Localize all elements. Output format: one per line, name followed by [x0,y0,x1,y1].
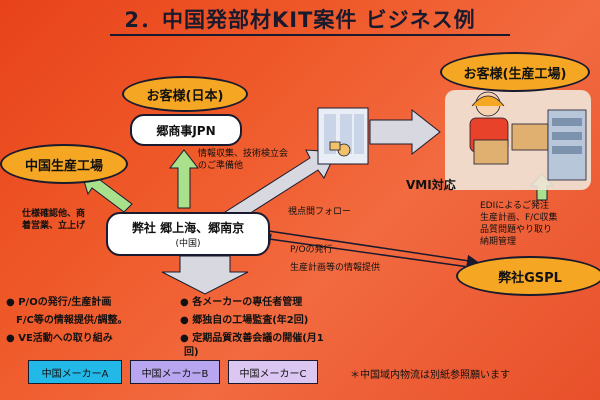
page-title: 2．中国発部材KIT案件 ビジネス例 [124,8,476,32]
bullet-right-2: ● 郷独自の工場監査(年2回) [180,315,309,326]
label-follow: 視点間フォロー [288,207,352,217]
our-shanghai-node: 弊社 郷上海、郷南京 (中国) [106,212,270,256]
arrow-up-to-sales [168,149,200,209]
bullets-right: ● 各メーカーの専任者管理 ● 郷独自の工場監査(年2回) ● 定期品質改善会議… [180,296,324,360]
label-po-issue: P/Oの発行 [290,245,333,255]
our-gspl-node: 弊社GSPL [456,256,600,296]
maker-c-box: 中国メーカーC [228,360,318,384]
arrow-down-to-makers [161,255,249,295]
label-plan-info: 生産計画等の情報提供 [290,263,381,273]
link-shanghai-gspl [261,229,479,267]
our-shanghai-sub: (中国) [175,239,201,249]
label-vmi: VMI対応 [406,178,456,192]
warehouse-illustration [317,107,369,165]
bullet-left-3: ● VE活動への取り組み [6,333,113,344]
bullets-left: ● P/Oの発行/生産計画 F/C等の情報提供/調整。 ● VE活動への取り組み [6,296,127,346]
maker-a-box: 中国メーカーA [28,360,122,384]
maker-b-box: 中国メーカーB [130,360,220,384]
factory-worker-illustration [445,90,591,190]
bullet-left-2: F/C等の情報提供/調整。 [16,315,128,326]
bullet-right-4: 回) [184,347,199,358]
label-spec-confirm: 仕様確認他、商 着営業、立上げ [22,209,86,231]
footnote: ＊中国域内物流は別紙参照願います [350,370,510,381]
china-factory-node: 中国生産工場 [0,144,128,184]
bullet-right-3: ● 定期品質改善会議の開催(月1 [180,333,324,344]
bullet-left-1: ● P/Oの発行/生産計画 [6,297,112,308]
title-underline [110,34,510,36]
bullet-right-1: ● 各メーカーの専任者管理 [180,297,303,308]
label-info-collect: 情報収集、技術検立会 のご準備他 [198,149,289,171]
arrow-to-customer-factory [369,108,441,156]
sales-jpn-node: 郷商事JPN [130,114,242,146]
label-edi: EDIによるご発注 生産計画、F/C収集 品質問題やり取り 納期管理 [480,201,558,247]
customer-factory-node: お客様(生産工場) [440,52,590,92]
customer-japan-node: お客様(日本) [122,76,248,112]
our-shanghai-label: 弊社 郷上海、郷南京 [131,221,245,235]
